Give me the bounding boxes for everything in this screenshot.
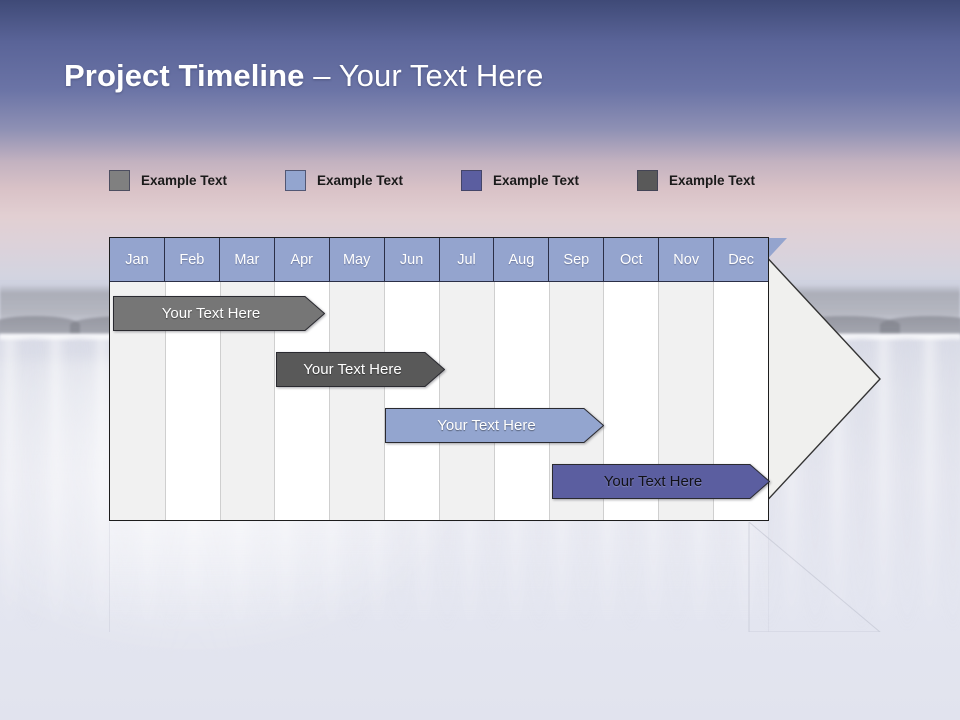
month-header-aug[interactable]: Aug [494,238,550,281]
month-header-apr[interactable]: Apr [274,238,330,281]
column-separator [438,238,440,520]
legend-label-1: Example Text [141,172,228,188]
bar-label-2: Your Text Here [303,361,402,378]
month-header-nov[interactable]: Nov [659,238,715,281]
column-separator [603,238,605,520]
header-underline [110,281,768,282]
column-separator [548,238,550,520]
bar-shape-4 [552,464,770,499]
timeline-bar-3[interactable]: Your Text Here [385,408,604,443]
timeline-bar-1[interactable]: Your Text Here [113,296,325,331]
bar-label-1: Your Text Here [161,305,261,322]
timeline-column-jan [110,238,165,520]
month-header-jun[interactable]: Jun [384,238,440,281]
legend-item-4: Example Text [637,166,755,194]
timeline-column-mar [219,238,275,520]
column-separator [219,238,221,520]
month-header-may[interactable]: May [329,238,385,281]
month-header-jul[interactable]: Jul [439,238,495,281]
legend: Example Text Example Text Example Text Exam… [109,166,869,194]
legend-item-3: Example Text [461,166,579,194]
month-header-feb[interactable]: Feb [164,238,220,281]
legend-label-2: Example Text [317,172,404,188]
legend-swatch-3 [461,169,482,191]
bar-label-4: Your Text Here [603,473,703,490]
legend-swatch-2 [285,169,306,191]
month-header-dec[interactable]: Dec [714,238,769,281]
page-title-light: – Your Text Here [304,58,544,93]
column-separator [493,238,495,520]
column-separator [274,238,276,520]
timeline-column-aug [493,238,549,520]
timeline-bar-4[interactable]: Your Text Here [552,464,770,499]
month-header-oct[interactable]: Oct [604,238,660,281]
bar-shape-3 [385,408,604,443]
bar-label-3: Your Text Here [437,417,536,434]
legend-label-4: Example Text [669,172,756,188]
bar-shape-1 [113,296,325,331]
legend-label-3: Example Text [493,172,580,188]
column-separator [713,238,715,520]
legend-item-1: Example Text [109,166,227,194]
month-header-sep[interactable]: Sep [549,238,605,281]
bar-shape-2 [276,352,445,387]
column-separator [164,238,166,520]
legend-swatch-4 [637,169,658,191]
column-separator [658,238,660,520]
legend-item-2: Example Text [285,166,403,194]
month-header-jan[interactable]: Jan [110,238,165,281]
page-title-strong: Project Timeline [64,58,305,93]
timeline-column-feb [164,238,220,520]
timeline-bar-2[interactable]: Your Text Here [276,352,445,387]
timeline-column-jul [438,238,494,520]
page-title: Project Timeline – Your Text Here [64,58,543,94]
legend-swatch-1 [109,169,130,191]
month-header-mar[interactable]: Mar [219,238,275,281]
